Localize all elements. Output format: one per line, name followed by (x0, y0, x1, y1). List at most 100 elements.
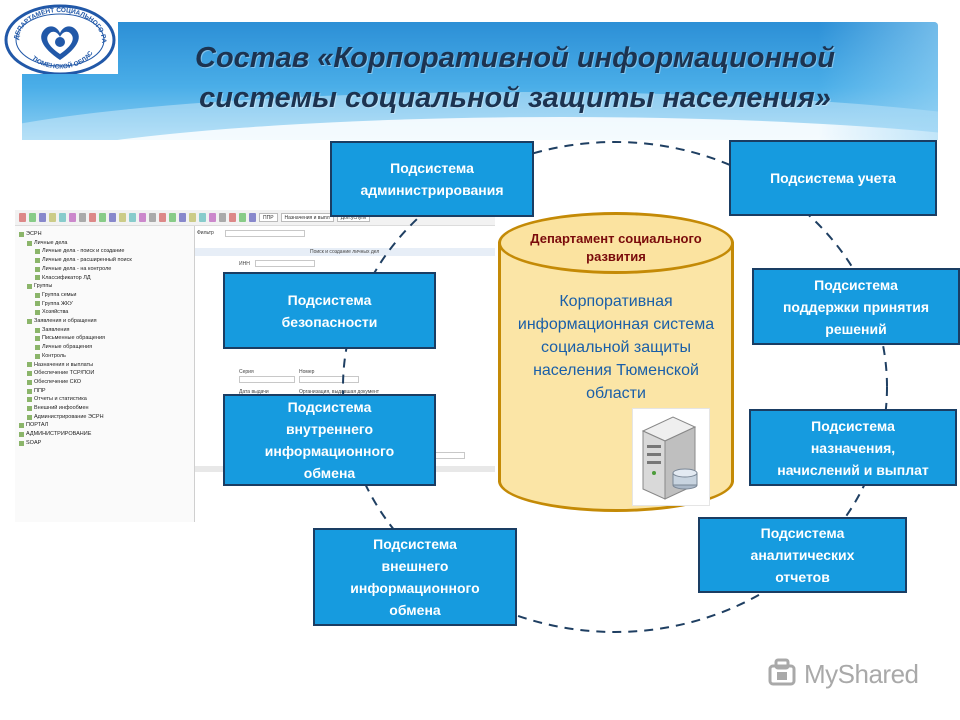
toolbar-icon (199, 213, 206, 222)
subsystem-accounting: Подсистема учета (729, 140, 937, 216)
app-toolbar-button: Назначения и выпл (280, 213, 334, 222)
app-tree-item: Контроль (17, 352, 192, 361)
app-tree-item: Личные дела - расширенный поиск (17, 256, 192, 265)
app-tree-item: Заявления и обращения (17, 317, 192, 326)
app-tree-item: Хозяйства (17, 308, 192, 317)
folder-icon (35, 327, 40, 333)
app-tree-item-label: Личные обращения (42, 344, 93, 351)
folder-icon (19, 231, 24, 237)
toolbar-icon (99, 213, 106, 222)
app-tree-item-label: Группа ЖКУ (42, 300, 73, 307)
app-tree-item-label: Группа семьи (42, 291, 77, 298)
folder-icon (35, 336, 40, 342)
toolbar-icon (79, 213, 86, 222)
folder-icon (27, 414, 32, 420)
folder-icon (27, 388, 32, 394)
app-tree-item: Письменные обращения (17, 334, 192, 343)
toolbar-icon (189, 213, 196, 222)
app-field-org-label: Организация, выдавшая документ (299, 389, 380, 395)
app-field-number (299, 376, 359, 383)
app-tree-item: Обеспечение СКО (17, 378, 192, 387)
app-tree-item-label: Заявления (42, 326, 70, 333)
app-tree-item: Личные дела - поиск и создание (17, 247, 192, 256)
toolbar-icon (159, 213, 166, 222)
app-tree-item-label: Обеспечение СКО (34, 378, 82, 385)
app-tree-item-label: ПОРТАЛ (26, 422, 49, 429)
app-tree-item-label: Отчеты и статистика (34, 396, 87, 403)
app-tree-item: ПОРТАЛ (17, 421, 192, 430)
toolbar-icon (29, 213, 36, 222)
folder-icon (35, 257, 40, 263)
toolbar-icon (129, 213, 136, 222)
folder-icon (27, 379, 32, 385)
app-tree-item: ЭСРН (17, 230, 192, 239)
app-tree-item: SOAP (17, 439, 192, 448)
app-tree-item: Группа семьи (17, 291, 192, 300)
app-tree-item-label: Личные дела (34, 239, 68, 246)
folder-icon (27, 371, 32, 377)
app-tree-item: АДМИНИСТРИРОВАНИЕ (17, 430, 192, 439)
myshared-text: MyShared (804, 658, 919, 689)
app-tree-item-label: Внешний инфообмен (34, 405, 89, 412)
app-tree-item-label: Заявления и обращения (34, 318, 97, 325)
app-tree-item-label: Личные дела - на контроле (42, 265, 112, 272)
app-field-number-label: Номер (299, 369, 315, 375)
folder-icon (35, 292, 40, 298)
app-tree-item-label: Контроль (42, 352, 66, 359)
header-banner (22, 22, 938, 140)
folder-icon (35, 310, 40, 316)
central-database-cylinder: Департамент социального развития Корпора… (498, 212, 734, 512)
toolbar-icon (219, 213, 226, 222)
app-tree-item: ППР (17, 387, 192, 396)
folder-icon (35, 353, 40, 359)
toolbar-icon (39, 213, 46, 222)
folder-icon (27, 284, 32, 290)
folder-icon (35, 275, 40, 281)
department-label: Департамент социального развития (530, 231, 702, 264)
app-tree-item-label: Обеспечение ТСР/ПОИ (34, 370, 95, 377)
myshared-watermark: MyShared (766, 656, 919, 692)
myshared-logo-icon (768, 658, 796, 686)
app-tree-item: Внешний инфообмен (17, 404, 192, 413)
app-main-title: Поиск и создание личных дел (310, 249, 380, 255)
app-tree-item-label: Письменные обращения (42, 335, 106, 342)
app-tree-item: Группы (17, 282, 192, 291)
app-tree-item-label: ППР (34, 387, 46, 394)
toolbar-icon (69, 213, 76, 222)
toolbar-icon (19, 213, 26, 222)
app-tree-item-label: Администрирование ЭСРН (34, 413, 104, 420)
app-tree-item-label: Хозяйства (42, 309, 69, 316)
folder-icon (19, 423, 24, 429)
app-field-inn (255, 260, 315, 267)
app-tree-item: Группа ЖКУ (17, 300, 192, 309)
toolbar-icon (239, 213, 246, 222)
title-line-1: Состав «Корпоративной информационной (195, 42, 835, 74)
folder-icon (27, 318, 32, 324)
app-tree-item-label: ЭСРН (26, 231, 42, 237)
app-tree-item: Заявления (17, 326, 192, 335)
app-filter-field (225, 230, 305, 237)
system-name-label: Корпоративная информационная система соц… (517, 293, 715, 402)
app-tree-item: Личные дела - на контроле (17, 265, 192, 274)
folder-icon (19, 432, 24, 438)
toolbar-icon (179, 213, 186, 222)
toolbar-icon (49, 213, 56, 222)
folder-icon (27, 405, 32, 411)
app-title-bar (195, 248, 495, 256)
app-field-series (239, 376, 295, 383)
server-icon (632, 408, 710, 506)
app-tree-item: Личные обращения (17, 343, 192, 352)
app-tree-item-label: Классификатор ЛД (42, 274, 91, 281)
app-tree-item-label: SOAP (26, 439, 42, 446)
toolbar-icon (249, 213, 256, 222)
toolbar-icon (59, 213, 66, 222)
app-tree-item: Классификатор ЛД (17, 274, 192, 283)
